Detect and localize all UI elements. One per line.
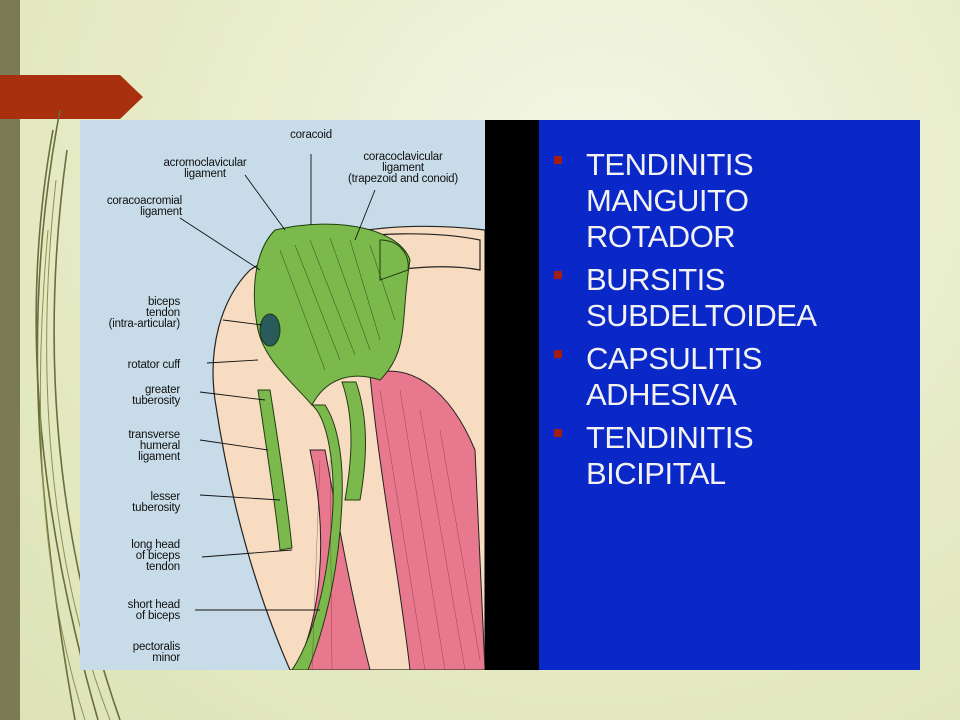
bullet-text: BURSITIS SUBDELTOIDEA xyxy=(586,262,817,333)
label-coracoclavicular-ligament: coracoclavicular ligament (trapezoid and… xyxy=(347,151,459,185)
black-divider-bar xyxy=(485,120,539,670)
list-item: CAPSULITIS ADHESIVA xyxy=(551,341,911,413)
square-bullet-icon xyxy=(554,350,562,358)
square-bullet-icon xyxy=(554,429,562,437)
list-item: TENDINITIS MANGUITO ROTADOR xyxy=(551,147,911,255)
accent-tab-arrow xyxy=(0,75,143,119)
left-decorative-strip xyxy=(0,0,20,720)
conditions-panel: TENDINITIS MANGUITO ROTADOR BURSITIS SUB… xyxy=(539,120,920,670)
label-coracoid: coracoid xyxy=(290,129,332,141)
bullet-text: TENDINITIS BICIPITAL xyxy=(586,420,754,491)
label-rotator-cuff: rotator cuff xyxy=(127,359,181,371)
content-image-panel: coracoid acromoclavicular ligament corac… xyxy=(80,120,920,670)
label-coracoacromial-ligament: coracoacromial ligament xyxy=(106,195,182,218)
label-acromioclavicular-ligament: acromoclavicular ligament xyxy=(163,157,247,180)
label-greater-tuberosity: greater tuberosity xyxy=(132,384,180,407)
square-bullet-icon xyxy=(554,271,562,279)
label-biceps-tendon: biceps tendon (intra-articular) xyxy=(108,296,181,330)
list-item: TENDINITIS BICIPITAL xyxy=(551,420,911,492)
label-lesser-tuberosity: lesser tuberosity xyxy=(132,491,180,514)
label-pectoralis-minor: pectoralis minor xyxy=(132,641,180,664)
label-short-head-biceps: short head of biceps xyxy=(127,599,181,622)
list-item: BURSITIS SUBDELTOIDEA xyxy=(551,262,911,334)
square-bullet-icon xyxy=(554,156,562,164)
bullet-text: CAPSULITIS ADHESIVA xyxy=(586,341,762,412)
label-transverse-humeral-ligament: transverse humeral ligament xyxy=(128,429,180,463)
shoulder-anatomy-diagram: coracoid acromoclavicular ligament corac… xyxy=(80,120,485,670)
conditions-list: TENDINITIS MANGUITO ROTADOR BURSITIS SUB… xyxy=(551,147,911,499)
bullet-text: TENDINITIS MANGUITO ROTADOR xyxy=(586,147,754,254)
label-long-head-biceps-tendon: long head of biceps tendon xyxy=(131,539,180,573)
shoulder-anatomy-illustration xyxy=(179,154,485,670)
